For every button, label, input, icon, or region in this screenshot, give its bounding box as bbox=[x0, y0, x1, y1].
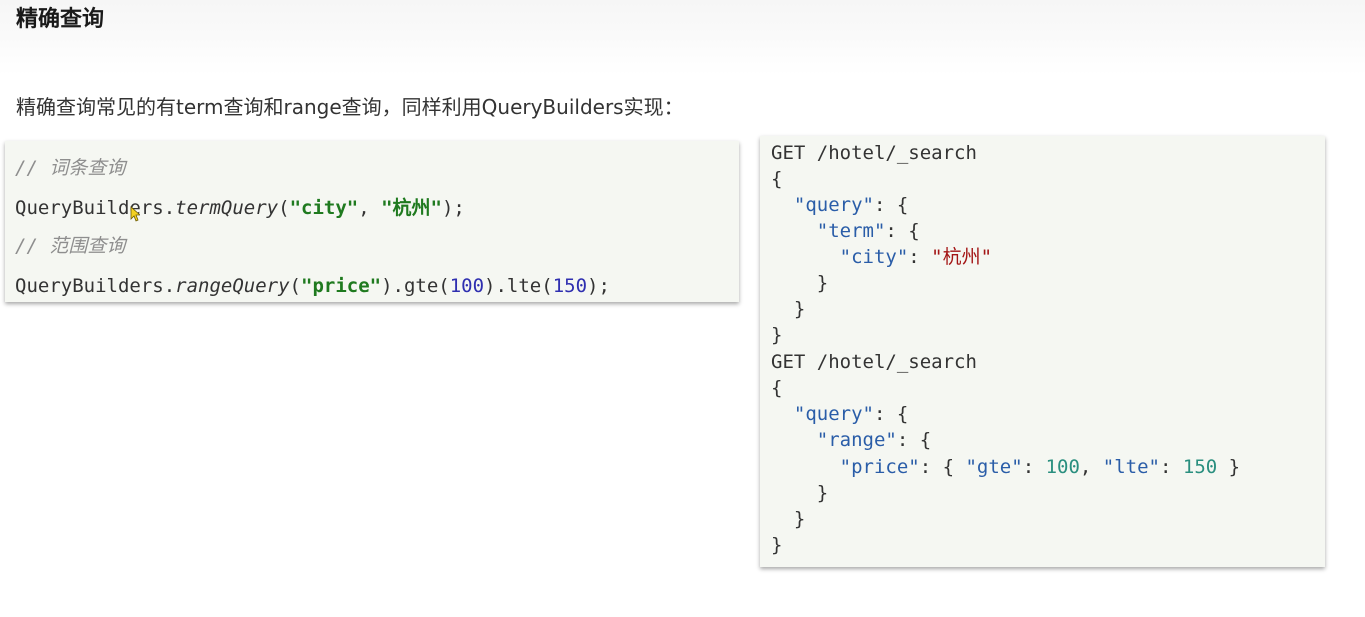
code-line: } bbox=[771, 532, 782, 558]
code-text: QueryBuilders. bbox=[15, 197, 176, 219]
brace: } bbox=[771, 534, 783, 556]
code-number: 100 bbox=[449, 275, 485, 297]
code-line: "query": { bbox=[771, 192, 908, 218]
json-number-value: 150 bbox=[1182, 456, 1218, 478]
code-method: rangeQuery bbox=[175, 275, 290, 297]
json-punct: : { bbox=[885, 220, 920, 242]
code-line: QueryBuilders.rangeQuery("price").gte(10… bbox=[15, 273, 610, 299]
json-punct: : { bbox=[873, 403, 909, 425]
json-punct: : bbox=[1160, 456, 1183, 478]
request-line: GET /hotel/_search bbox=[771, 351, 977, 373]
code-line: } bbox=[771, 480, 828, 506]
code-string: "city" bbox=[289, 197, 359, 219]
code-number: 150 bbox=[552, 275, 588, 297]
json-punct: : { bbox=[896, 429, 932, 451]
code-line: { bbox=[771, 166, 782, 192]
code-text: ( bbox=[278, 197, 290, 219]
code-line: } bbox=[771, 506, 805, 532]
code-line: // 词条查询 bbox=[15, 155, 125, 181]
code-text: , bbox=[358, 197, 382, 219]
code-line: } bbox=[771, 322, 782, 348]
json-key: "range" bbox=[816, 429, 897, 451]
json-punct: : bbox=[908, 246, 932, 268]
code-line: GET /hotel/_search bbox=[771, 349, 977, 375]
code-line: { bbox=[771, 375, 782, 401]
brace: { bbox=[771, 168, 783, 190]
code-line: "term": { bbox=[771, 218, 920, 244]
request-line: GET /hotel/_search bbox=[771, 142, 977, 164]
json-key: "term" bbox=[816, 220, 886, 242]
header-band bbox=[0, 0, 1365, 75]
json-punct: } bbox=[1217, 456, 1241, 478]
dsl-code-block: GET /hotel/_search { "query": { "term": … bbox=[760, 136, 1325, 567]
json-key: "lte" bbox=[1102, 456, 1160, 478]
json-key: "query" bbox=[793, 194, 874, 216]
code-text: ( bbox=[289, 275, 301, 297]
brace: } bbox=[771, 324, 783, 346]
brace: { bbox=[771, 377, 783, 399]
code-method: termQuery bbox=[175, 197, 279, 219]
code-text: ).lte( bbox=[484, 275, 553, 297]
code-line: } bbox=[771, 270, 828, 296]
code-line: GET /hotel/_search bbox=[771, 140, 977, 166]
code-text: ); bbox=[587, 275, 610, 297]
code-line: // 范围查询 bbox=[15, 233, 125, 259]
code-line: "range": { bbox=[771, 427, 931, 453]
json-key: "price" bbox=[839, 456, 920, 478]
code-line: "price": { "gte": 100, "lte": 150 } bbox=[771, 454, 1240, 480]
brace: } bbox=[816, 272, 829, 294]
code-string: "杭州" bbox=[381, 197, 442, 219]
code-comment: // 范围查询 bbox=[15, 235, 126, 257]
code-string: "price" bbox=[301, 275, 382, 297]
code-comment: // 词条查询 bbox=[15, 157, 126, 179]
code-line: QueryBuilders.termQuery("city", "杭州"); bbox=[15, 195, 465, 221]
brace: } bbox=[816, 482, 829, 504]
code-line: "query": { bbox=[771, 401, 908, 427]
json-number-value: 100 bbox=[1045, 456, 1080, 478]
json-punct: : { bbox=[919, 456, 966, 478]
code-text: QueryBuilders. bbox=[15, 275, 176, 297]
code-text: ); bbox=[441, 197, 465, 219]
json-punct: , bbox=[1079, 456, 1103, 478]
brace: } bbox=[793, 298, 806, 320]
json-key: "gte" bbox=[965, 456, 1023, 478]
mouse-cursor-icon bbox=[130, 206, 140, 222]
intro-text: 精确查询常见的有term查询和range查询，同样利用QueryBuilders… bbox=[16, 95, 684, 119]
brace: } bbox=[793, 508, 806, 530]
json-string-value: "杭州" bbox=[931, 246, 993, 268]
code-text: ).gte( bbox=[381, 275, 450, 297]
json-key: "city" bbox=[839, 246, 909, 268]
page-title: 精确查询 bbox=[16, 7, 105, 32]
json-punct: : bbox=[1022, 456, 1046, 478]
java-code-block: // 词条查询 QueryBuilders.termQuery("city", … bbox=[5, 141, 739, 302]
code-line: "city": "杭州" bbox=[771, 244, 992, 270]
code-line: } bbox=[771, 296, 805, 322]
json-key: "query" bbox=[793, 403, 874, 425]
json-punct: : { bbox=[873, 194, 909, 216]
